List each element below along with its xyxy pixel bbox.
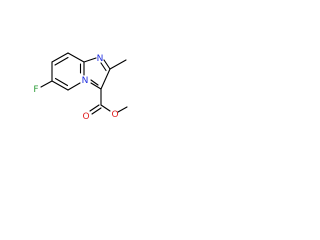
bond-n-imine-c2	[103, 59, 111, 70]
chemical-structure-diagram: F N N O O	[33, 52, 128, 122]
imine-nitrogen-atom-label: N	[97, 54, 104, 64]
bond-o-methyl	[117, 106, 128, 113]
bond-c8-c4-inner	[54, 77, 69, 87]
bridge-nitrogen-atom-label: N	[82, 76, 89, 86]
bond-c3-n-bridge	[90, 82, 102, 90]
structure-canvas: F N N O O	[0, 0, 152, 152]
bond-c7-n-imine	[83, 57, 97, 63]
fluorine-atom-label: F	[33, 85, 38, 95]
ester-oxygen-atom-label: O	[111, 110, 118, 120]
bond-c8-c4	[51, 80, 69, 91]
bond-n-imine-c2-inner	[100, 62, 107, 72]
carbonyl-oxygen-atom-label: O	[82, 112, 89, 122]
bond-carbonyl-o-double-a	[89, 104, 100, 112]
bond-c5-c6	[51, 52, 69, 63]
bonds	[40, 52, 128, 115]
bond-carbonyl-o-double-b	[91, 107, 102, 115]
bond-c4-f	[40, 80, 53, 88]
bond-c3-n-bridge-inner	[90, 79, 99, 86]
bond-c2-methyl	[109, 59, 127, 70]
bond-c6-c7	[67, 52, 85, 63]
bond-c2-c3	[100, 68, 111, 90]
bond-n-bridge-c8	[67, 82, 81, 91]
atom-labels: F N N O O	[33, 54, 118, 122]
bond-c5-c6-inner	[54, 56, 69, 66]
bond-carbonyl-o-single	[100, 104, 111, 112]
